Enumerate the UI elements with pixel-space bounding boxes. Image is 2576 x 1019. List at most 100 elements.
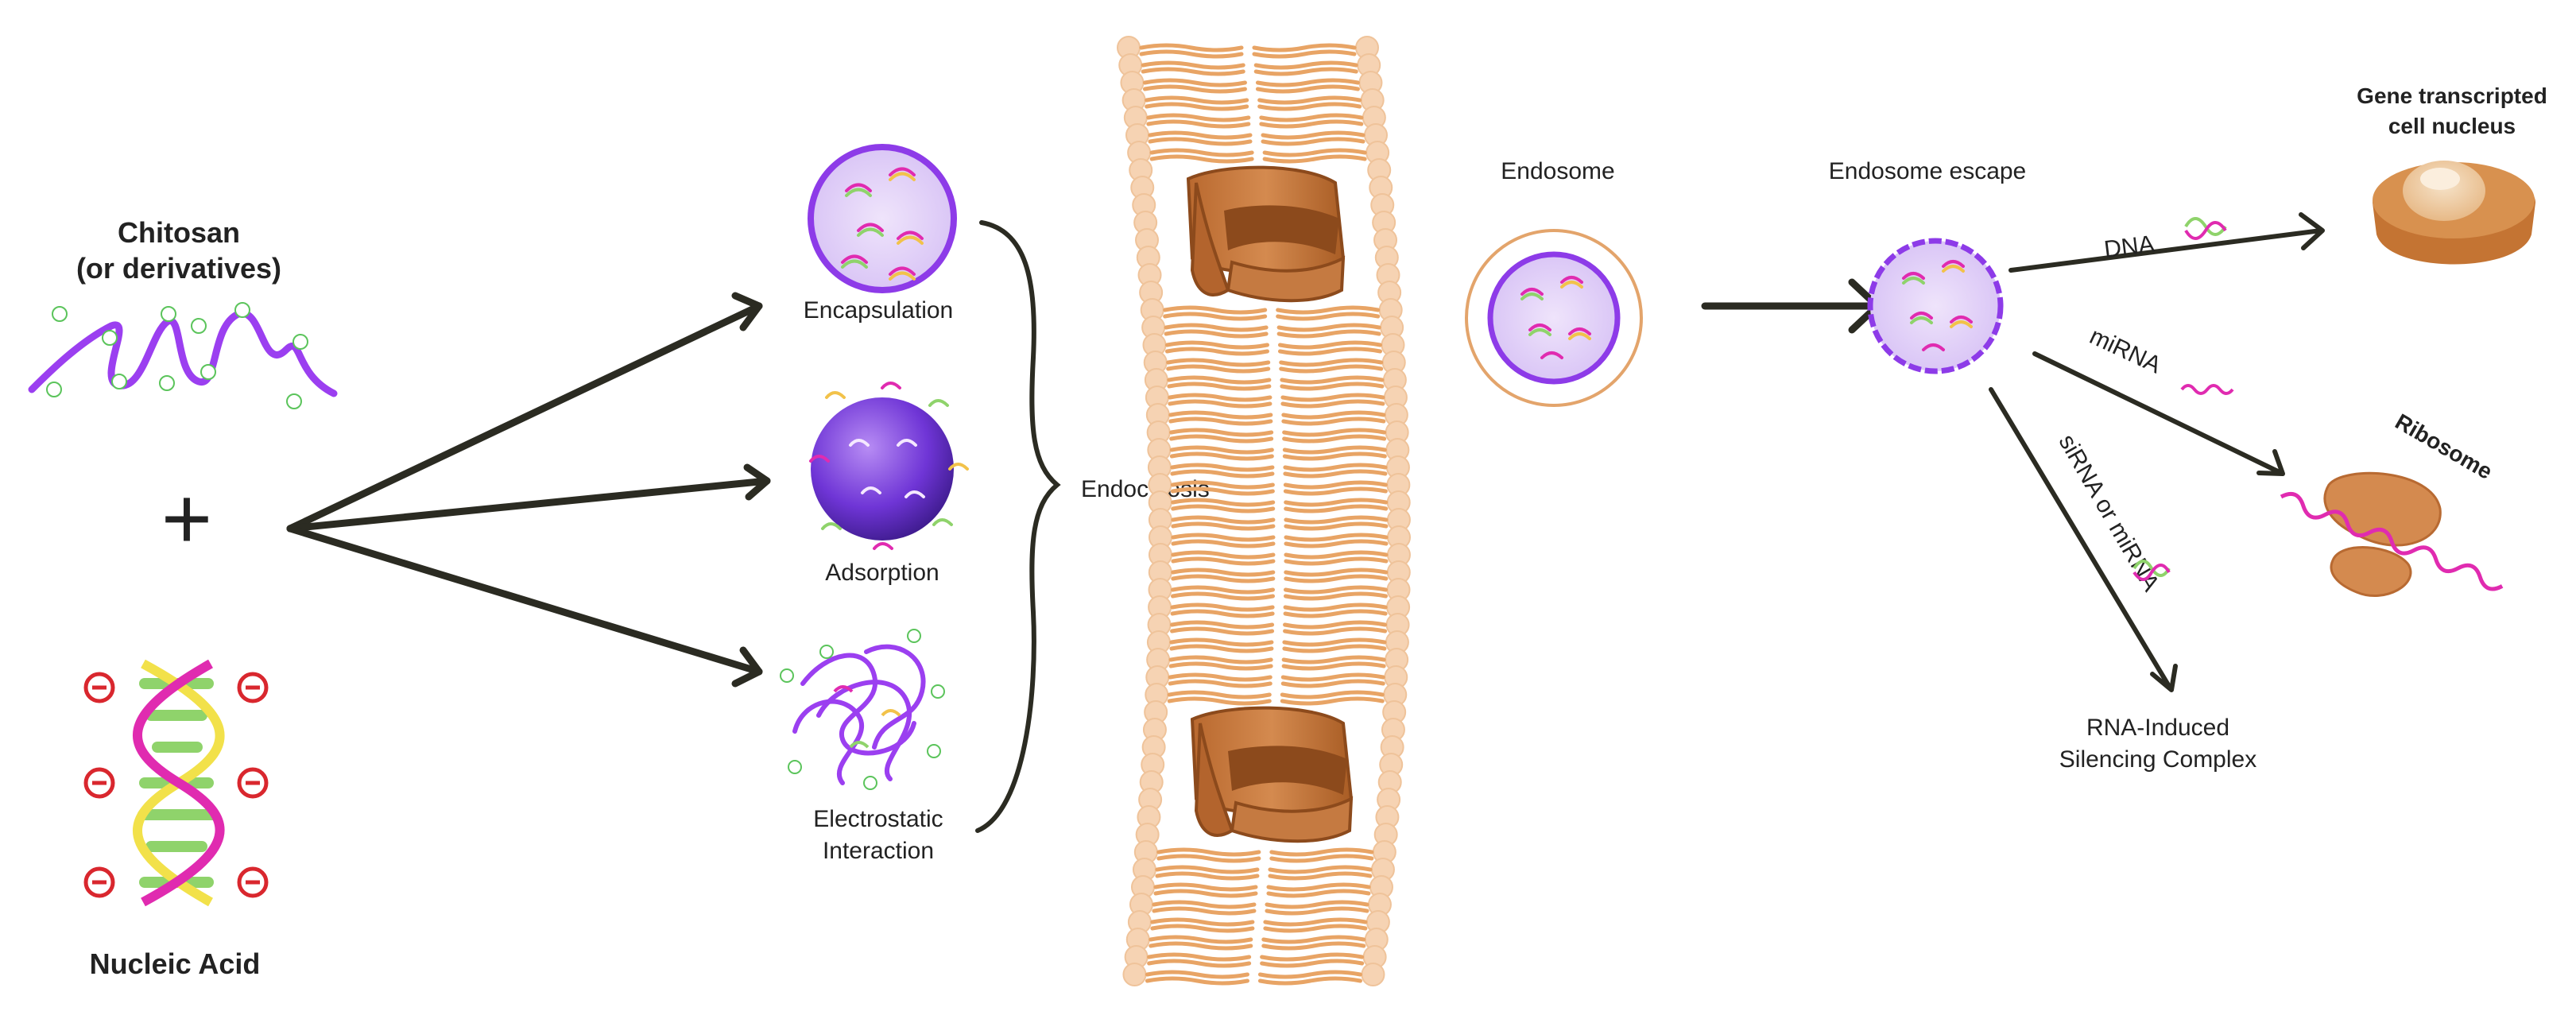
lipid-tail [1147, 952, 1252, 962]
lipid-tail [1279, 364, 1384, 374]
membrane-channel-icon [1190, 706, 1354, 843]
lipid-tail [1281, 410, 1386, 420]
lipid-tail [1168, 655, 1273, 664]
lipid-tail [1284, 521, 1389, 531]
lipid-tail [1168, 672, 1273, 682]
lipid-tail [1284, 585, 1389, 595]
lipid-tail [1164, 323, 1269, 332]
lipid-tail [1260, 952, 1365, 962]
dna-label: DNA [2102, 231, 2156, 262]
lipid-tail [1283, 486, 1388, 496]
lipid-tail [1170, 480, 1275, 490]
lipid-tail [1156, 854, 1261, 863]
lipid-tail [1163, 305, 1268, 315]
lipid-tail [1171, 568, 1276, 577]
lipid-tail [1261, 941, 1366, 951]
outcome-arrows [1989, 212, 2325, 692]
lipid-tail [1284, 556, 1389, 566]
formation-arrows [286, 292, 771, 688]
lipid-tail [1148, 130, 1253, 140]
lipid-tail [1261, 130, 1365, 140]
lipid-head [1361, 963, 1385, 986]
lipid-tail [1255, 78, 1360, 87]
lipid-tail [1253, 60, 1358, 70]
lipid-tail [1283, 480, 1388, 490]
lipid-tail [1167, 382, 1272, 391]
lipid-tail [1139, 49, 1244, 59]
cell-membrane [1117, 36, 1411, 986]
lipid-tail [1164, 340, 1269, 350]
lipid-tail [1169, 445, 1274, 455]
lipid-tail [1265, 906, 1369, 916]
adsorption-particle [809, 382, 969, 550]
lipid-tail [1259, 113, 1364, 122]
lipid-tail [1171, 574, 1276, 583]
lipid-tail [1170, 463, 1275, 472]
lipid-tail [1145, 970, 1249, 979]
cell-nucleus-icon [2373, 161, 2535, 265]
lipid-tail [1149, 154, 1254, 164]
lipid-tail [1280, 375, 1385, 385]
lipid-tail [1142, 84, 1247, 94]
lipid-tail [1155, 865, 1260, 874]
lipid-tail [1141, 67, 1245, 76]
lipid-tail [1282, 451, 1387, 461]
lipid-tail [1266, 889, 1371, 898]
lipid-tail [1168, 417, 1273, 426]
lipid-tail [1284, 498, 1389, 507]
lipid-tail [1163, 312, 1268, 321]
lipid-tail [1284, 533, 1389, 542]
lipid-tail [1253, 67, 1358, 76]
lipid-tail [1141, 60, 1245, 70]
lipid-tail [1280, 679, 1385, 688]
lipid-tail [1168, 661, 1273, 671]
lipid-tail [1284, 568, 1389, 577]
lipid-tail [1268, 871, 1373, 881]
chitosan-chain-icon [28, 309, 338, 397]
lipid-tail [1269, 854, 1374, 863]
lipid-tail [1283, 469, 1388, 479]
lipid-tail [1155, 871, 1260, 881]
lipid-tail [1145, 976, 1249, 986]
lipid-tail [1255, 84, 1360, 94]
lipid-tail [1166, 364, 1271, 374]
nucleic-acid-label: Nucleic Acid [90, 947, 261, 980]
lipid-tail [1283, 620, 1388, 630]
lipid-tail [1148, 137, 1253, 146]
lipid-tail [1280, 690, 1385, 699]
brace-icon [975, 220, 1061, 833]
lipid-tail [1142, 78, 1247, 87]
chitosan-sublabel: (or derivatives) [76, 252, 281, 285]
lipid-tail [1257, 970, 1362, 979]
lipid-tail [1170, 469, 1275, 479]
lipid-tail [1263, 924, 1368, 933]
small-rna-icon [2132, 560, 2171, 581]
lipid-tail [1169, 644, 1274, 653]
lipid-tail [1261, 137, 1365, 146]
lipid-tail [1284, 591, 1389, 601]
lipid-tail [1257, 95, 1362, 105]
lipid-tail [1171, 585, 1276, 595]
lipid-tail [1171, 533, 1276, 542]
lipid-tail [1150, 924, 1255, 933]
lipid-tail [1276, 323, 1381, 332]
lipid-tail [1171, 539, 1276, 548]
lipid-tail [1164, 347, 1269, 356]
small-dna-icon [2184, 217, 2227, 240]
lipid-tail [1283, 463, 1388, 472]
dna-helix-icon [83, 659, 269, 907]
lipid-tail [1276, 329, 1381, 339]
lipid-tail [1169, 451, 1274, 461]
lipid-tail [1169, 434, 1274, 444]
svg-text:+: + [161, 470, 212, 568]
plus-icon: + [161, 470, 212, 568]
lipid-tail [1282, 428, 1387, 437]
lipid-tail [1167, 696, 1272, 706]
lipid-tail [1262, 154, 1367, 164]
lipid-tail [1282, 445, 1387, 455]
lipid-tail [1171, 498, 1276, 507]
lipid-tail [1282, 644, 1387, 653]
lipid-tail [1171, 591, 1276, 601]
lipid-tail [1259, 119, 1364, 129]
lipid-tail [1171, 521, 1276, 531]
